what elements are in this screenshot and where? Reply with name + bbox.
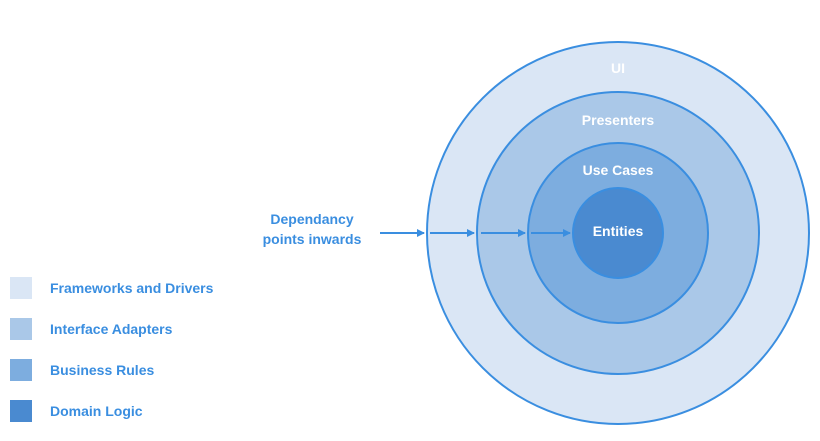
legend-label: Business Rules (50, 362, 155, 378)
legend-swatch (10, 400, 32, 422)
legend-swatch (10, 277, 32, 299)
legend-label: Domain Logic (50, 403, 143, 419)
ring-use-cases-label: Use Cases (583, 162, 654, 178)
dependency-note-line1: Dependancy (270, 211, 353, 227)
dependency-note-line2: points inwards (263, 231, 362, 247)
legend-label: Interface Adapters (50, 321, 173, 337)
legend-swatch (10, 318, 32, 340)
legend-item-frameworks: Frameworks and Drivers (10, 277, 213, 299)
ring-entities-label: Entities (593, 223, 644, 239)
ring-entities (572, 187, 664, 279)
legend-item-domain-logic: Domain Logic (10, 400, 213, 422)
legend: Frameworks and Drivers Interface Adapter… (10, 277, 213, 441)
ring-presenters-label: Presenters (582, 112, 655, 128)
legend-item-business-rules: Business Rules (10, 359, 213, 381)
legend-label: Frameworks and Drivers (50, 280, 214, 296)
legend-swatch (10, 359, 32, 381)
ring-ui-label: UI (611, 60, 625, 76)
legend-item-interface-adapters: Interface Adapters (10, 318, 213, 340)
